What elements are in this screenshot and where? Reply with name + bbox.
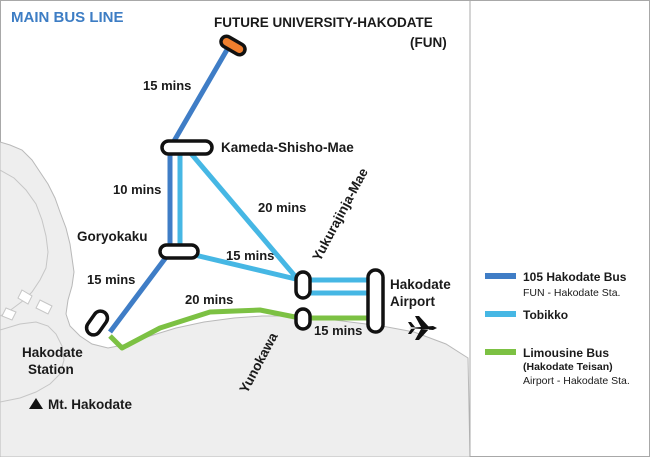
pier-2 xyxy=(35,299,53,315)
label-mountain: Mt. Hakodate xyxy=(48,397,133,412)
bus-stops xyxy=(84,34,385,337)
stop-kameda xyxy=(160,139,214,156)
land-area xyxy=(0,141,471,457)
legend: 105 Hakodate Bus FUN - Hakodate Sta. Tob… xyxy=(485,270,630,387)
time-fun-kameda: 15 mins xyxy=(143,78,191,93)
route-hakodate-bus xyxy=(108,46,231,334)
travel-times: 15 mins 10 mins 20 mins 15 mins 15 mins … xyxy=(87,78,362,338)
legend-swatch-hakodate-bus xyxy=(485,273,516,279)
legend-sub-limousine: Airport - Hakodate Sta. xyxy=(523,375,630,387)
pier-3 xyxy=(1,307,17,321)
harbor-edge xyxy=(0,321,65,403)
stop-yunokawa xyxy=(294,307,312,331)
stop-airport xyxy=(366,268,385,334)
triangle-icon xyxy=(29,398,43,409)
stop-yukura xyxy=(294,270,312,300)
pier-1 xyxy=(17,289,33,305)
label-goryokaku: Goryokaku xyxy=(77,229,148,244)
coastline xyxy=(0,141,471,457)
route-tobikko-kameda-yukura xyxy=(186,148,302,284)
label-fun-abbr: (FUN) xyxy=(410,35,447,50)
airplane-icon xyxy=(408,316,437,340)
time-goryokaku-station: 15 mins xyxy=(87,272,135,287)
time-station-yunokawa: 20 mins xyxy=(185,292,233,307)
label-station-1: Hakodate xyxy=(22,345,83,360)
stop-fun xyxy=(219,34,247,57)
label-station-2: Station xyxy=(28,362,74,377)
label-kameda: Kameda-Shisho-Mae xyxy=(221,140,354,155)
legend-name-tobikko: Tobikko xyxy=(523,308,568,322)
legend-swatch-limousine xyxy=(485,349,516,355)
stop-goryokaku xyxy=(158,243,200,260)
legend-sub-limousine-operator: (Hakodate Teisan) xyxy=(523,361,613,373)
legend-sub-hakodate-bus: FUN - Hakodate Sta. xyxy=(523,287,620,299)
label-airport-2: Airport xyxy=(390,294,436,309)
legend-name-limousine: Limousine Bus xyxy=(523,346,609,360)
time-yunokawa-airport: 15 mins xyxy=(314,323,362,338)
map-title: MAIN BUS LINE xyxy=(11,9,124,26)
time-goryokaku-yukura: 15 mins xyxy=(226,248,274,263)
label-airport-1: Hakodate xyxy=(390,277,451,292)
stop-station xyxy=(84,309,110,337)
legend-name-hakodate-bus: 105 Hakodate Bus xyxy=(523,270,627,284)
time-kameda-yukura: 20 mins xyxy=(258,200,306,215)
time-kameda-goryokaku: 10 mins xyxy=(113,182,161,197)
peninsula-edge xyxy=(0,169,49,317)
label-fun: FUTURE UNIVERSITY-HAKODATE xyxy=(214,15,433,30)
legend-swatch-tobikko xyxy=(485,311,516,317)
